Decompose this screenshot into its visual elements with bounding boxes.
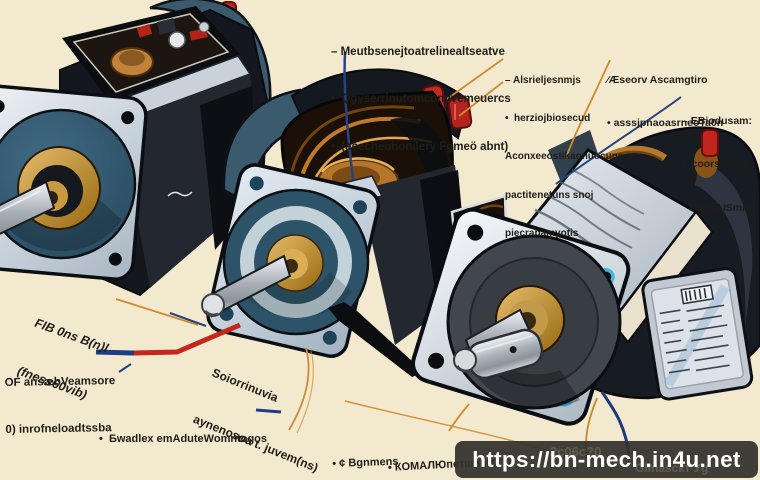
right-motor-red-cap bbox=[701, 129, 719, 157]
leader-lines bbox=[95, 51, 682, 463]
ghost-text-fragment: 2с06с?0 bbox=[550, 444, 602, 459]
label-connector-list: – Alsrieljesnmjs • herziojbiosecud Aconx… bbox=[505, 74, 624, 240]
left-motor-shaft bbox=[0, 180, 56, 235]
middle-motor-bracket bbox=[328, 302, 424, 377]
watermark-badge: 2с06с?0 Glinasскт Уg https://bn-mech.in4… bbox=[455, 441, 758, 478]
power-wire-red bbox=[133, 322, 241, 356]
right-motor-spec-plate bbox=[641, 267, 754, 401]
label-encoder: – EBiodusam: • coorssnam «GeRAISmig) bbox=[682, 114, 755, 214]
label-motor-features: – Meutbsenejtoatrelinealtseatve • Qgyser… bbox=[331, 45, 511, 153]
label-driver-list: • Бwadlex emAduteWomntogos • oarmeenr: V… bbox=[99, 433, 268, 480]
watermark-url: https://bn-mech.in4u.net bbox=[472, 446, 741, 472]
leader-encoder bbox=[555, 96, 682, 185]
leader-top-left bbox=[343, 51, 355, 181]
right-motor bbox=[411, 126, 760, 463]
ghost-text-fragment: Glinasскт Уg bbox=[635, 461, 709, 475]
navy-wire bbox=[95, 349, 135, 356]
label-assembly: ⁄Æseorv Ascamgtiro • asssjpnaoasrneoTa0n bbox=[607, 73, 724, 130]
